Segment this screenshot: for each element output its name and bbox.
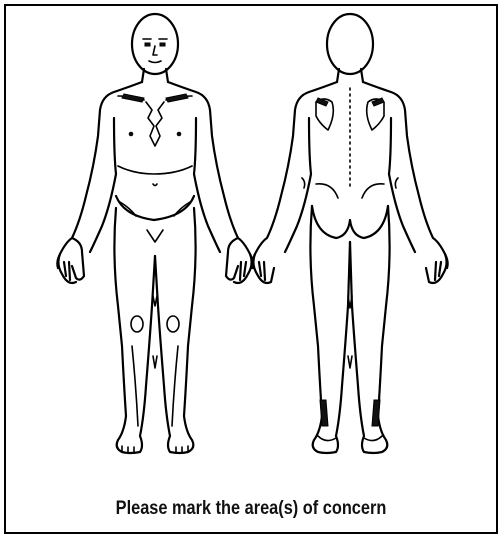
back-achilles-shading	[320, 400, 380, 426]
front-collar-shading	[122, 94, 188, 102]
front-face	[143, 39, 167, 63]
front-left-nipple	[129, 132, 133, 136]
front-shins	[132, 346, 178, 426]
back-left-hand[interactable]	[253, 254, 274, 283]
front-groin	[147, 230, 163, 242]
instruction-caption: Please mark the area(s) of concern	[40, 498, 461, 520]
back-buttocks	[312, 206, 388, 238]
front-sternum	[146, 102, 164, 146]
front-right-inner-arm	[194, 118, 220, 252]
back-torso[interactable]	[252, 82, 447, 268]
front-ribcage-line	[118, 166, 192, 174]
front-torso[interactable]	[57, 82, 252, 280]
front-left-inner-arm	[90, 118, 116, 252]
back-right-hand[interactable]	[426, 254, 447, 283]
back-right-leg[interactable]	[350, 206, 390, 453]
front-head[interactable]	[132, 14, 178, 74]
back-right-inner-arm	[389, 118, 415, 252]
body-figures	[6, 6, 496, 486]
front-left-knee	[131, 316, 143, 332]
back-body-figure[interactable]	[252, 14, 447, 453]
front-right-knee	[167, 316, 179, 332]
front-right-nipple	[177, 132, 181, 136]
front-hip-lines	[120, 202, 190, 216]
body-diagram-panel: Please mark the area(s) of concern	[4, 4, 498, 534]
back-left-leg[interactable]	[310, 206, 350, 453]
front-body-figure[interactable]	[57, 14, 252, 453]
back-heels	[318, 436, 382, 441]
back-left-inner-arm	[285, 118, 311, 252]
front-inner-leg-marks	[153, 296, 157, 368]
back-head[interactable]	[327, 14, 373, 74]
front-navel	[153, 184, 157, 186]
